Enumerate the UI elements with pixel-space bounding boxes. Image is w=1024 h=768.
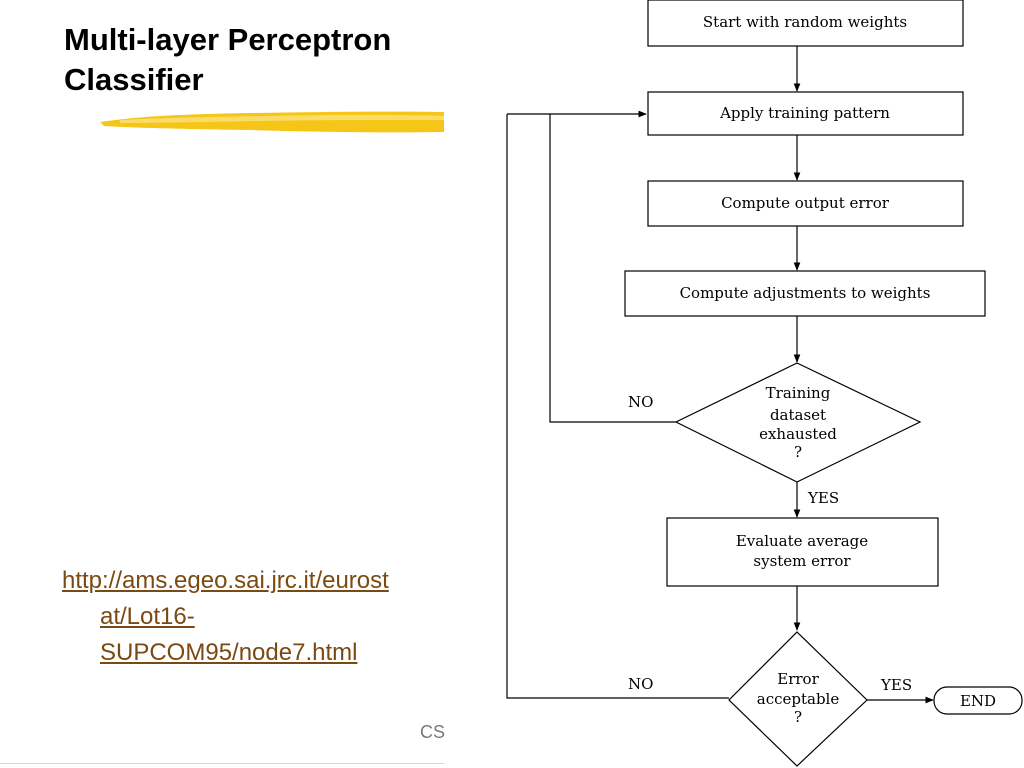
node-evaluate-system-error: Evaluate average system error (666, 517, 939, 587)
decision-training-line-4: ? (794, 443, 802, 461)
link-line-3[interactable]: SUPCOM95/node7.html (100, 639, 358, 666)
loop-no-training (549, 114, 676, 423)
decision-error-line-1: Error (777, 670, 819, 688)
decision-training-line-3: exhausted (759, 425, 837, 443)
node-compute-error-text: Compute output error (721, 194, 890, 212)
decision-training-line-2: dataset (770, 406, 826, 424)
node-compute-adjust-text: Compute adjustments to weights (680, 284, 931, 302)
source-link[interactable]: http://ams.egeo.sai.jrc.it/eurost at/Lot… (62, 563, 482, 671)
link-line-1[interactable]: http://ams.egeo.sai.jrc.it/eurost (62, 567, 389, 594)
label-no-training: NO (628, 393, 653, 411)
link-line-2[interactable]: at/Lot16- (100, 603, 195, 630)
node-compute-adjustments: Compute adjustments to weights (624, 270, 986, 317)
title-line-1: Multi-layer Perceptron (64, 22, 392, 57)
label-yes-error: YES (880, 676, 912, 694)
label-yes-training: YES (807, 489, 839, 507)
node-end: END (933, 686, 1023, 715)
decision-training-line-1: Training (766, 384, 831, 402)
node-evaluate-line-2: system error (753, 552, 851, 570)
footer-divider (0, 763, 444, 764)
decision-training-exhausted: Training dataset exhausted ? (674, 362, 922, 483)
node-evaluate-line-1: Evaluate average (736, 532, 868, 550)
loop-no-error (506, 114, 729, 699)
node-end-text: END (960, 692, 996, 710)
brush-stroke-decoration (100, 111, 444, 133)
footer-text: CS (420, 722, 446, 742)
node-apply-training-pattern: Apply training pattern (647, 91, 964, 136)
slide-title: Multi-layer Perceptron Classifier (64, 20, 391, 100)
label-no-error: NO (628, 675, 653, 693)
title-line-2: Classifier (64, 62, 204, 97)
node-start: Start with random weights (647, 0, 964, 47)
node-start-text: Start with random weights (703, 13, 907, 31)
decision-error-line-3: ? (794, 708, 802, 726)
node-compute-output-error: Compute output error (647, 180, 964, 227)
decision-error-acceptable: Error acceptable ? (728, 631, 868, 767)
decision-error-line-2: acceptable (757, 690, 840, 708)
node-apply-text: Apply training pattern (719, 104, 890, 122)
